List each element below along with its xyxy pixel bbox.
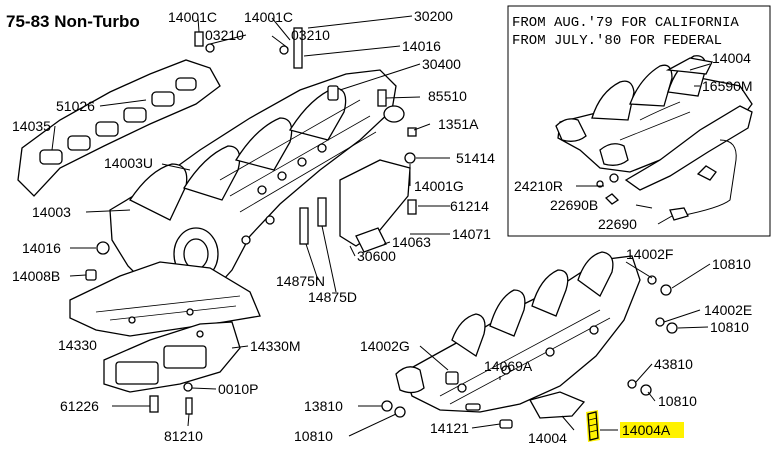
label-22690b: 22690B — [550, 197, 598, 213]
gasket-14035 — [17, 59, 221, 197]
label-14035: 14035 — [12, 118, 51, 134]
label-61214: 61214 — [450, 198, 489, 214]
label-14003: 14003 — [32, 204, 71, 220]
inset-exhaust-manifold — [555, 55, 753, 221]
label-14002f: 14002F — [626, 246, 673, 262]
label-0010p: 0010P — [218, 381, 258, 397]
label-22690: 22690 — [598, 216, 637, 232]
heat-shield-14330 — [69, 261, 261, 337]
label-03210-a: 03210 — [205, 27, 244, 43]
label-14071: 14071 — [452, 226, 491, 242]
label-10810-d: 10810 — [294, 428, 333, 444]
label-30400: 30400 — [422, 56, 461, 72]
label-14002e: 14002E — [704, 302, 752, 318]
label-43810: 43810 — [654, 356, 693, 372]
label-14001c-a: 14001C — [168, 9, 217, 25]
label-14875d: 14875D — [308, 289, 357, 305]
label-13810: 13810 — [304, 398, 343, 414]
label-81210: 81210 — [164, 428, 203, 444]
callout-labels: 14001C 14001C 03210 03210 30200 14016 30… — [12, 8, 753, 446]
label-14008b: 14008B — [12, 268, 60, 284]
exhaust-manifold-14004 — [395, 251, 641, 419]
label-14002g: 14002G — [360, 338, 410, 354]
label-14016-top: 14016 — [402, 38, 441, 54]
inset-note-line2: FROM JULY.'80 FOR FEDERAL — [512, 33, 722, 49]
exhaust-hardware — [381, 275, 678, 429]
label-10810-c: 10810 — [658, 393, 697, 409]
label-14121: 14121 — [430, 420, 469, 436]
label-16590m: 16590M — [702, 78, 753, 94]
label-14001c-b: 14001C — [244, 9, 293, 25]
inset-note-line1: FROM AUG.'79 FOR CALIFORNIA — [512, 15, 739, 31]
label-24210r: 24210R — [514, 178, 563, 194]
label-30600: 30600 — [357, 248, 396, 264]
label-03210-b: 03210 — [291, 27, 330, 43]
stud-14004a-highlight — [586, 410, 684, 442]
label-85510: 85510 — [428, 88, 467, 104]
label-14004: 14004 — [528, 430, 567, 446]
inset-frame — [507, 5, 771, 237]
label-14001g: 14001G — [414, 178, 464, 194]
label-1351a: 1351A — [438, 116, 479, 132]
label-51026: 51026 — [56, 98, 95, 114]
label-14004-inset: 14004 — [712, 50, 751, 66]
label-14069a: 14069A — [484, 358, 533, 374]
label-30200: 30200 — [414, 8, 453, 24]
heat-insulator-14330m — [103, 321, 241, 393]
label-14016-left: 14016 — [22, 240, 61, 256]
label-14063: 14063 — [392, 234, 431, 250]
leader-lines — [51, 15, 711, 437]
label-10810-a: 10810 — [712, 256, 751, 272]
label-14003u: 14003U — [104, 155, 153, 171]
label-14875n: 14875N — [276, 273, 325, 289]
label-14330: 14330 — [58, 337, 97, 353]
label-61226: 61226 — [60, 398, 99, 414]
intake-manifold — [109, 69, 397, 297]
label-14004a: 14004A — [622, 422, 671, 438]
label-51414: 51414 — [456, 150, 495, 166]
manifold-hardware — [85, 27, 417, 415]
label-10810-b: 10810 — [710, 319, 749, 335]
diagram-title: 75-83 Non-Turbo — [6, 12, 140, 31]
label-14330m: 14330M — [250, 338, 301, 354]
